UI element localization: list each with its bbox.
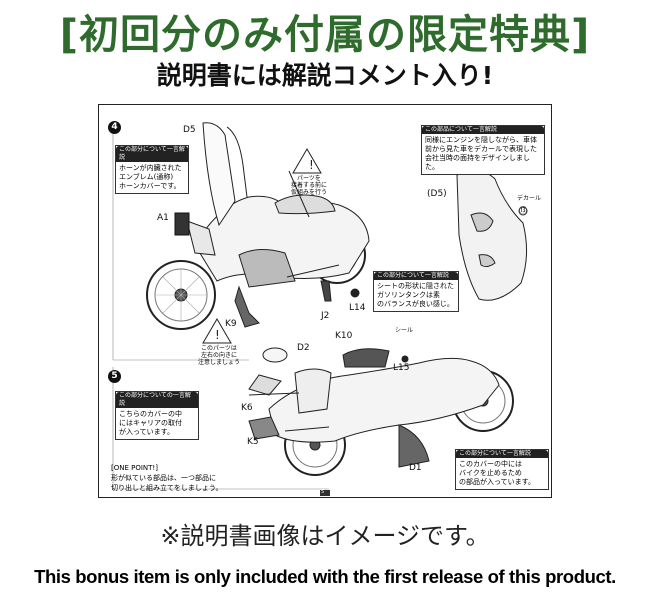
part-label-k10: K10 (335, 331, 353, 341)
image-disclaimer: ※説明書画像はイメージです。 (160, 522, 490, 550)
step-number-4: 4 (108, 121, 121, 134)
part-label-k5: K5 (247, 437, 259, 447)
step-number-5: 5 (108, 370, 121, 383)
manual-line-art: ! ! (112, 122, 528, 496)
part-label-decal-number: ⑬ (519, 206, 527, 215)
part-label-k6: K6 (241, 403, 253, 413)
bonus-note: This bonus item is only included with th… (34, 566, 616, 587)
promo-subtitle: 説明書には解説コメント入り! (156, 61, 494, 90)
promo-title: [初回分のみ付属の限定特典] (59, 12, 591, 58)
part-label-d1: D1 (409, 463, 422, 473)
svg-text:!: ! (309, 158, 314, 172)
note-seat-tank: この部分について一言解説 シートの形状に隠された ガソリンタンクは素 のバランス… (373, 271, 459, 312)
part-label-k9: K9 (225, 319, 237, 329)
part-label-d5-side: (D5) (427, 189, 447, 199)
one-point-title: [ONE POINT!] (111, 464, 158, 472)
manual-page-number: 5 (321, 489, 325, 495)
part-label-a1: A1 (157, 213, 169, 223)
note-stand-cover: この部分について一言解説 このカバーの中には バイクを止めるため の部品が入って… (455, 449, 549, 490)
warning-text-glue: パーツを 接着する前に 仮組みを行う (290, 175, 327, 196)
note-horn-cover: この部分について一言解説 ホーンが内臓された エンブレム(通称) ホーンカバーで… (115, 145, 189, 194)
part-label-d5: D5 (183, 125, 196, 135)
part-label-j2: J2 (321, 311, 330, 321)
part-label-l15: L15 (393, 363, 410, 373)
one-point-tip: [ONE POINT!] 形が似ている部品は、一つ部品に 切り出しと組み立てをし… (111, 453, 229, 503)
part-label-decal: デカール (517, 195, 542, 202)
part-label-l14: L14 (349, 303, 366, 313)
one-point-body: 形が似ている部品は、一つ部品に 切り出しと組み立てをしましょう。 (111, 474, 223, 492)
svg-text:!: ! (215, 328, 220, 342)
warning-text-direction: このパーツは 左右の向きに 注意しましょう (197, 345, 240, 366)
note-side-cover: この部品について一言解説 同様にエンジンを隠しながら、車体 前から見た車をデカー… (421, 125, 545, 175)
part-label-seal: シール (395, 327, 414, 334)
instruction-manual-image: ! ! 4 5 この部分について一言解説 ホーンが内臓された エンブレム(通称)… (98, 104, 552, 498)
part-label-d2: D2 (297, 343, 310, 353)
note-carrier-cover: この部分についての一言解説 こちらのカバーの中 にはキャリアの取付 が入っていま… (115, 391, 199, 440)
